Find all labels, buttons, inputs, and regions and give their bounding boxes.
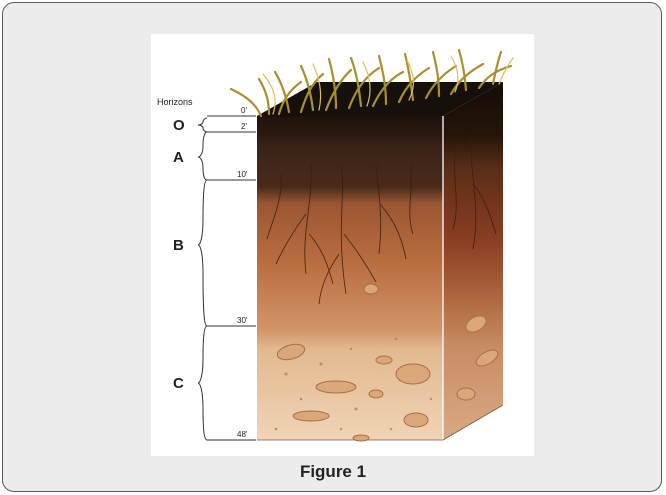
soil-profile-diagram: Horizons O A B C 0' 2' 10' 30' 48' bbox=[151, 34, 534, 456]
horizon-label-b: B bbox=[173, 237, 184, 254]
depth-lines bbox=[207, 116, 256, 440]
depth-mark-10: 10' bbox=[237, 170, 248, 179]
block-side-face bbox=[443, 82, 503, 440]
depth-mark-48: 48' bbox=[237, 430, 248, 439]
figure-image-area: Horizons O A B C 0' 2' 10' 30' 48' bbox=[151, 34, 534, 456]
depth-mark-30: 30' bbox=[237, 316, 248, 325]
depth-mark-2: 2' bbox=[241, 122, 247, 131]
horizons-heading: Horizons bbox=[157, 97, 193, 107]
horizon-label-a: A bbox=[173, 149, 184, 166]
depth-mark-0: 0' bbox=[241, 106, 247, 115]
horizon-brackets bbox=[198, 118, 207, 440]
figure-caption: Figure 1 bbox=[0, 462, 666, 482]
horizon-label-c: C bbox=[173, 375, 184, 392]
horizon-label-o: O bbox=[173, 117, 185, 134]
